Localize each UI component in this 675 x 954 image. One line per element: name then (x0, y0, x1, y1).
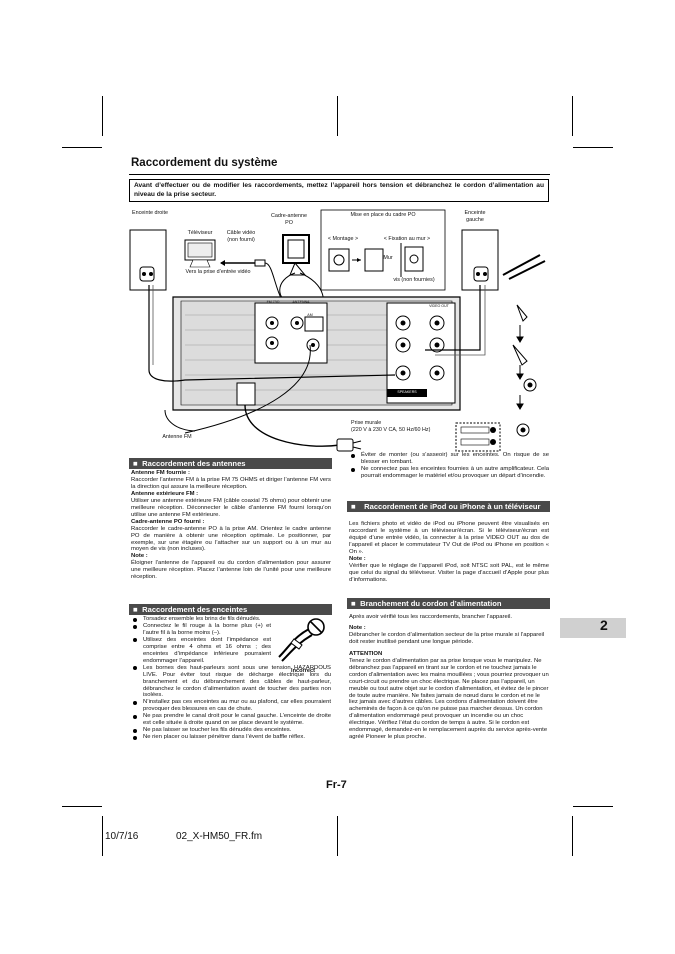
crop-mark (102, 816, 103, 856)
connection-diagram: Enceinte droite Téléviseur Câble vidéo (… (125, 205, 555, 455)
speaker-left-drawing (461, 229, 499, 291)
power-body: Après avoir vérifié tous les raccordemen… (349, 614, 549, 741)
video-input-label: Vers la prise d’entrée vidéo (185, 269, 251, 275)
ipod-text: Les fichiers photo et vidéo de iPod ou i… (349, 521, 549, 555)
speaker-bullet: Connectez le fil rouge à la borne plus (… (131, 623, 271, 637)
screws-label: vis (non fournies) (393, 277, 435, 283)
speaker-bullet: Utilisez des enceintes dont l’impédance … (131, 637, 271, 665)
am-heading: Cadre-antenne PO fourni : (131, 518, 205, 525)
wall-label: Mur (383, 255, 393, 261)
panel-label-video-out: VIDEO OUT (429, 304, 449, 308)
speaker-bullet: N’installez pas ces enceintes au mur ou … (131, 699, 331, 713)
outlet-spec-label: (220 V à 230 V CA, 50 Hz/60 Hz) (351, 427, 431, 433)
power-note-heading: Note : (349, 624, 366, 631)
tv-label: Téléviseur (187, 230, 213, 236)
antennas-body: Antenne FM fournie : Raccorder l’antenne… (131, 470, 331, 581)
chapter-tab (560, 618, 626, 638)
antennas-heading-text: Raccordement des antennes (142, 459, 246, 468)
note-text: Éloigner l’antenne de l’appareil ou du c… (131, 560, 331, 581)
panel-label-am: AM (307, 313, 313, 317)
crop-mark (572, 96, 573, 136)
wall-fix-label: < Fixation au mur > (383, 236, 431, 242)
antennas-heading: ■ Raccordement des antennes (129, 458, 332, 469)
speaker-bullet: Les bornes des haut-parleurs sont sous u… (131, 665, 331, 700)
fm-antenna-label: Antenne FM (162, 434, 192, 440)
ipod-note-heading: Note : (349, 555, 366, 562)
video-cable-label: Câble vidéo (non fourni) (226, 230, 256, 243)
crop-mark (62, 147, 102, 148)
attention-heading: ATTENTION (349, 650, 383, 657)
wire-steps-drawing (502, 254, 546, 437)
footer-file: 02_X-HM50_FR.fm (176, 831, 263, 842)
fm-heading: Antenne FM fournie : (131, 470, 190, 476)
power-note-text: Débrancher le cordon d’alimentation sect… (349, 631, 545, 645)
am-text: Raccorder le cadre-antenne PO à la prise… (131, 525, 331, 553)
crop-mark (573, 147, 613, 148)
crop-mark (102, 96, 103, 136)
panel-label-fm: FM 75Ω (266, 300, 280, 304)
crop-mark (337, 816, 338, 856)
speakers-body: Torsadez ensemble les brins de fils dénu… (131, 616, 331, 741)
incorrect-illustration: Incorrect (274, 617, 332, 675)
speaker-bullet: Torsadez ensemble les brins de fils dénu… (131, 616, 271, 623)
crop-mark (572, 816, 573, 856)
incorrect-drawing (278, 618, 325, 662)
power-heading-text: Branchement du cordon d’alimentation (360, 599, 502, 608)
power-heading: ■ Branchement du cordon d’alimentation (347, 598, 550, 609)
speaker-right-drawing (129, 229, 167, 291)
crop-mark (573, 806, 613, 807)
power-text: Après avoir vérifié tous les raccordemen… (349, 614, 513, 620)
page-number: Fr-7 (326, 779, 347, 791)
am-loop-label: Cadre-antenne PO (271, 213, 307, 226)
ipod-heading: ■ Raccordement de iPod ou iPhone à un té… (347, 501, 550, 512)
ext-heading: Antenne extérieure FM : (131, 490, 199, 497)
outlet-label: Prise murale (351, 420, 382, 426)
speakers-heading-text: Raccordement des enceintes (142, 605, 248, 614)
section-title: Raccordement du système (131, 157, 278, 169)
assembly-label: < Montage > (327, 236, 359, 242)
crop-mark (337, 96, 338, 136)
title-rule (129, 174, 550, 175)
attention-text: Tenez le cordon d’alimentation par sa pr… (349, 657, 549, 741)
note-heading: Note : (131, 553, 148, 560)
ipod-note-text: Vérifier que le réglage de l’appareil iP… (349, 562, 549, 583)
speaker-left-label: Enceinte gauche (464, 210, 486, 223)
speaker-right-label: Enceinte droite (132, 210, 168, 216)
panel-label-speakers: SPEAKERS (397, 390, 417, 394)
diagram-drawing (129, 209, 546, 452)
ipod-heading-text: Raccordement de iPod ou iPhone à un télé… (364, 502, 541, 511)
ipod-body: Les fichiers photo et vidéo de iPod ou i… (349, 521, 549, 584)
speaker-bullet: Ne pas prendre le canal droit pour le ca… (131, 713, 331, 727)
fm-text: Raccorder l’antenne FM à la prise FM 75 … (131, 476, 331, 490)
footer-date: 10/7/16 (105, 831, 139, 842)
right-bullet: Éviter de monter (ou s’asseoir) sur les … (349, 452, 549, 466)
ext-text: Utiliser une antenne extérieure FM (câbl… (131, 497, 331, 518)
speaker-bullet: Ne pas laisser se toucher les fils dénud… (131, 727, 331, 734)
chapter-number: 2 (600, 617, 608, 633)
right-bullets: Éviter de monter (ou s’asseoir) sur les … (349, 452, 549, 480)
panel-label-antenna: ANTENNA (292, 300, 310, 304)
crop-mark (62, 806, 102, 807)
right-bullet: Ne connectez pas les enceintes fournies … (349, 466, 549, 480)
warning-box: Avant d’effectuer ou de modifier les rac… (129, 179, 549, 202)
speakers-heading: ■ Raccordement des enceintes (129, 604, 332, 615)
am-setup-title: Mise en place du cadre PO (350, 212, 416, 218)
incorrect-label: Incorrect (291, 668, 315, 674)
speaker-bullet: Ne rien placer ou laisser pénétrer dans … (131, 734, 331, 741)
